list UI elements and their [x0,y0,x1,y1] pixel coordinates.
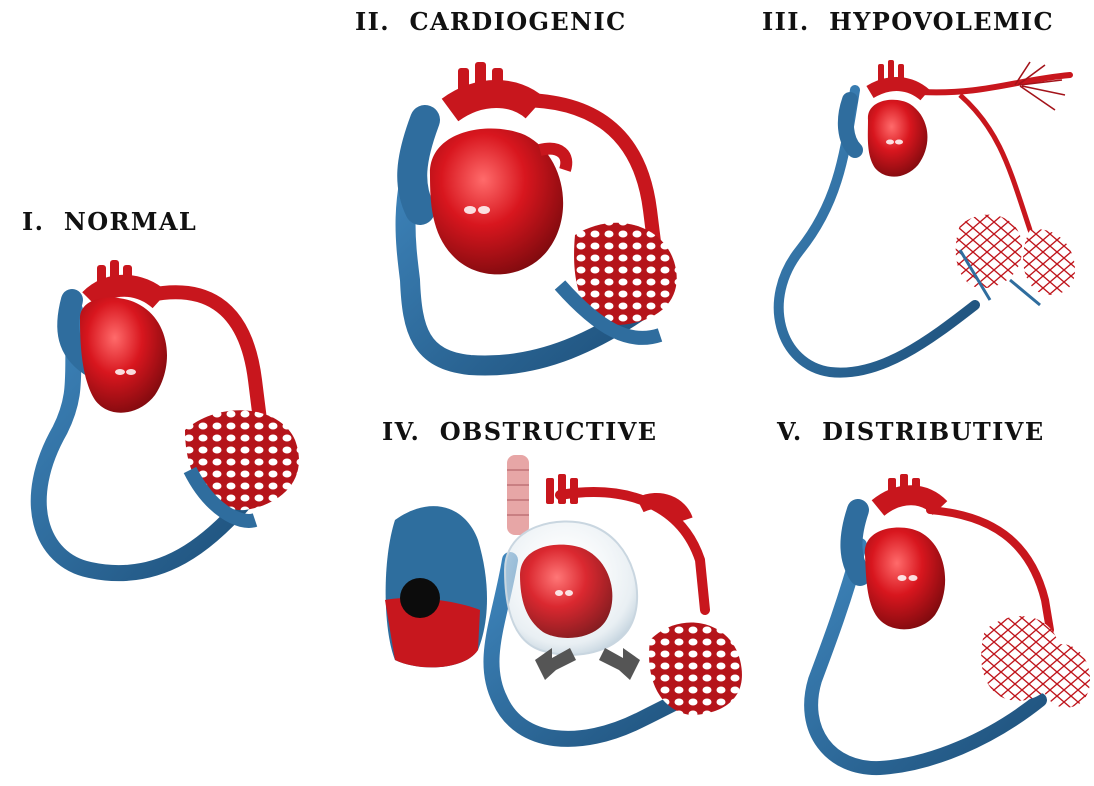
distributive-circulation [811,474,1090,768]
cardiogenic-circulation [406,62,677,366]
normal-circulation [39,260,299,573]
arrow-icon [599,648,640,680]
obstructive-circulation [385,455,742,739]
hypovolemic-circulation [779,60,1075,373]
